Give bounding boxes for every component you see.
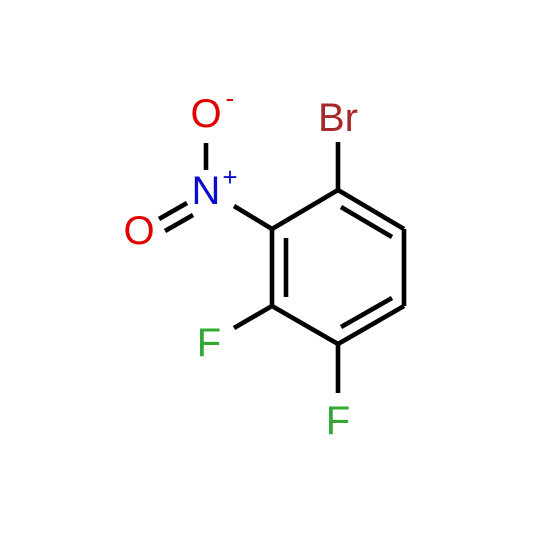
nitrogen-charge-plus: +: [222, 162, 237, 192]
atom-bromine: Br: [318, 96, 358, 140]
ring-bond-c4-c5: [270, 304, 340, 346]
bond-n-o-double-b: [163, 213, 195, 233]
atom-oxygen-anionic: O: [190, 92, 221, 136]
atom-fluorine-lower: F: [326, 399, 350, 443]
inner-double-bond-c1-c2: [339, 205, 394, 239]
ring-bond-c3-c4: [336, 304, 406, 346]
bond-c5-f: [232, 304, 274, 330]
ring-bond-c1-c2: [336, 188, 406, 231]
atom-nitrogen: N: [192, 169, 221, 213]
oxygen-charge-minus: -: [226, 83, 235, 113]
atom-fluorine-upper: F: [197, 321, 221, 365]
atom-oxygen-double-bonded: O: [123, 209, 154, 253]
inner-double-bond-c3-c4: [339, 296, 394, 329]
bond-c6-n: [232, 204, 274, 231]
bond-n-o-double-a: [157, 201, 189, 221]
ring-bond-c6-c1: [270, 188, 340, 231]
